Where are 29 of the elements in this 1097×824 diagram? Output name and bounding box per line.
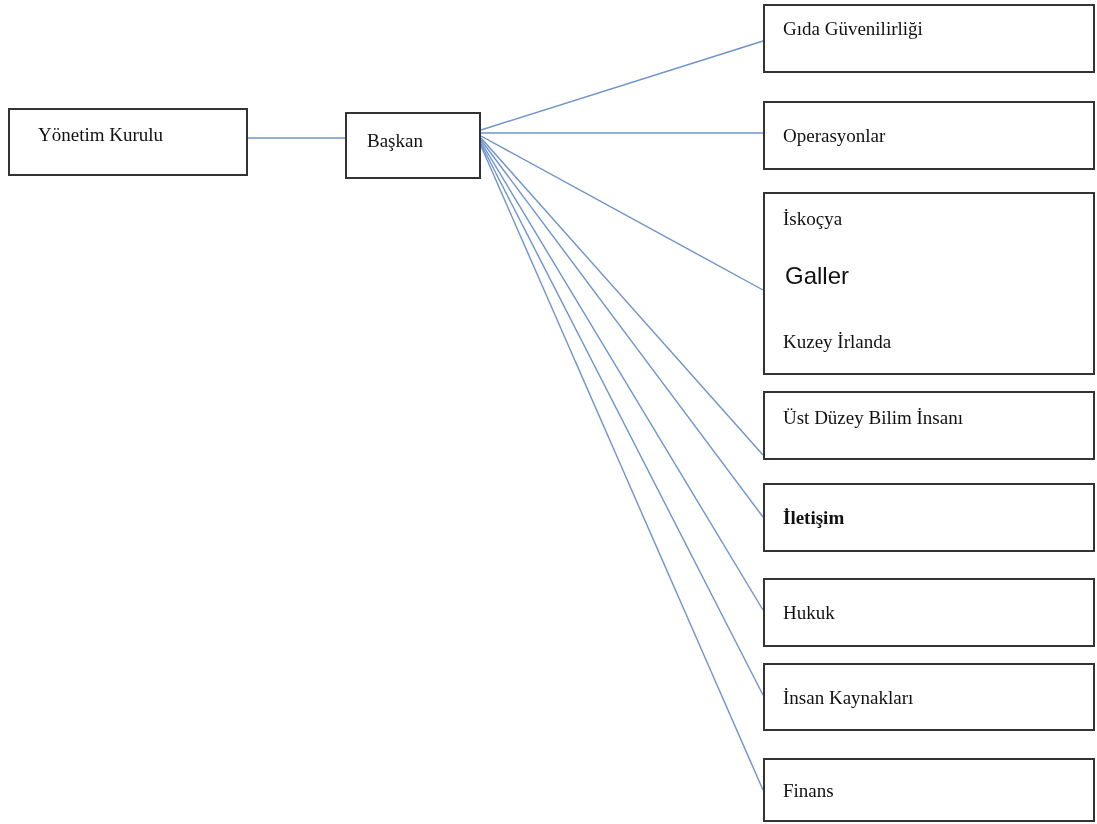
box-label: Kuzey İrlanda	[783, 331, 892, 353]
org-box	[763, 4, 1095, 73]
box-label: Galler	[785, 262, 850, 290]
org-box	[763, 101, 1095, 170]
box-label: Başkan	[367, 130, 423, 152]
connector-line	[480, 132, 764, 134]
box-label: Hukuk	[783, 602, 835, 624]
connector-line	[480, 40, 764, 131]
box-label: Operasyonlar	[783, 125, 886, 147]
box-label: Gıda Güvenilirliği	[783, 18, 923, 40]
box-label: İskoçya	[783, 208, 843, 230]
box-label: Finans	[783, 780, 834, 802]
connector-line	[480, 139, 764, 518]
org-box	[763, 758, 1095, 822]
box-label: Yönetim Kurulu	[38, 124, 164, 146]
org-box	[8, 108, 248, 176]
org-box	[763, 483, 1095, 552]
box-label: Üst Düzey Bilim İnsanı	[783, 407, 963, 429]
org-box	[763, 391, 1095, 460]
org-box	[763, 578, 1095, 647]
box-label: İletişim	[783, 507, 845, 529]
org-box	[763, 663, 1095, 731]
connector-line	[480, 137, 764, 456]
connector-line	[480, 141, 764, 611]
org-box	[345, 112, 481, 179]
connector-line	[480, 135, 764, 291]
org-box	[763, 192, 1095, 375]
connector-line	[247, 137, 346, 139]
box-label: İnsan Kaynakları	[783, 687, 914, 709]
